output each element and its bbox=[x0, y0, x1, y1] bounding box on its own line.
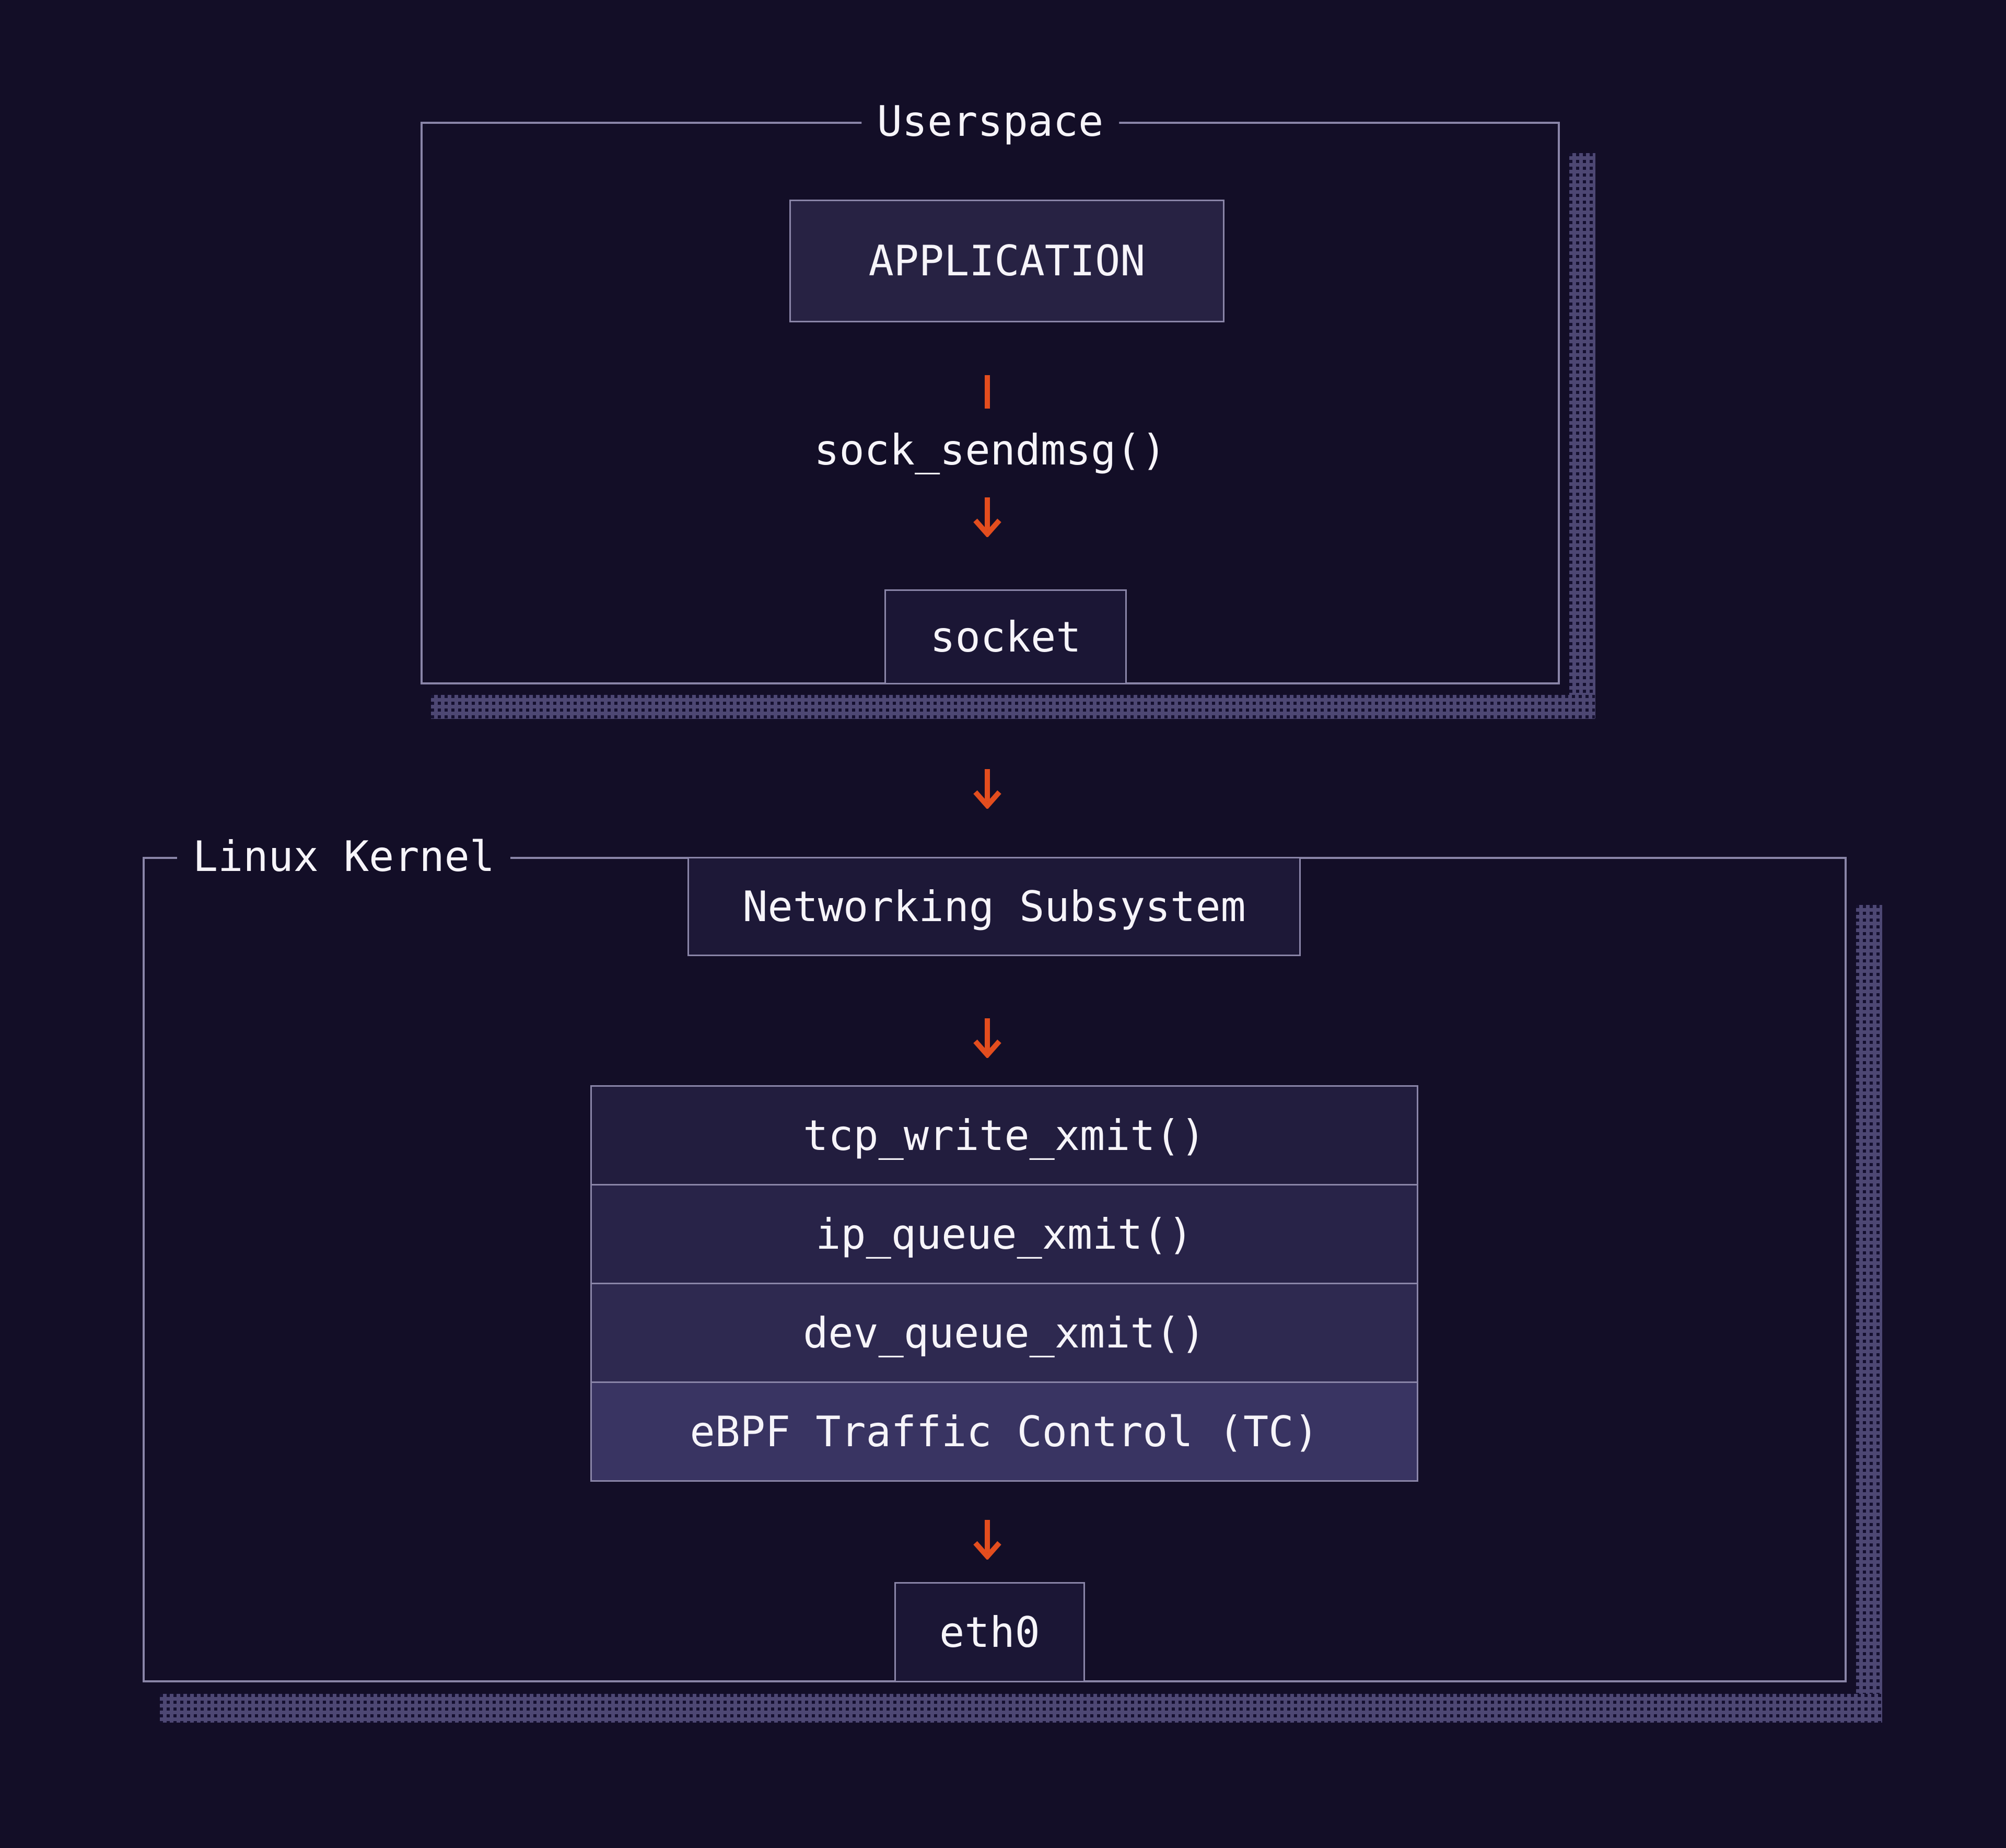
arrow-down-icon bbox=[973, 496, 1002, 537]
socket-box: socket bbox=[884, 589, 1127, 684]
kernel-shadow-right bbox=[1856, 905, 1882, 1722]
application-label: APPLICATION bbox=[868, 237, 1146, 285]
userspace-panel-label: Userspace bbox=[861, 93, 1119, 150]
syscall-label: sock_sendmsg() bbox=[814, 426, 1167, 474]
networking-subsystem-label: Networking Subsystem bbox=[742, 882, 1246, 931]
stack-row-ebpf-tc: eBPF Traffic Control (TC) bbox=[590, 1381, 1418, 1482]
stack-row-label: ip_queue_xmit() bbox=[815, 1210, 1193, 1259]
application-box: APPLICATION bbox=[789, 200, 1224, 322]
arrow-down-icon bbox=[973, 768, 1002, 809]
stack-row-label: eBPF Traffic Control (TC) bbox=[690, 1407, 1319, 1456]
arrow-down-icon bbox=[973, 1519, 1002, 1560]
kernel-panel-label: Linux Kernel bbox=[177, 828, 510, 886]
arrow-down-icon bbox=[973, 1017, 1002, 1058]
socket-label: socket bbox=[930, 612, 1081, 661]
userspace-panel: Userspace APPLICATION sock_sendmsg() soc… bbox=[421, 93, 1560, 684]
stack-row-dev-queue-xmit: dev_queue_xmit() bbox=[590, 1283, 1418, 1383]
eth0-box: eth0 bbox=[894, 1582, 1085, 1682]
networking-subsystem-box: Networking Subsystem bbox=[687, 857, 1301, 956]
kernel-function-stack: tcp_write_xmit() ip_queue_xmit() dev_que… bbox=[590, 1085, 1418, 1482]
connector-line bbox=[985, 375, 990, 409]
kernel-shadow-bottom bbox=[160, 1694, 1882, 1723]
stack-row-tcp-write-xmit: tcp_write_xmit() bbox=[590, 1085, 1418, 1185]
stack-row-label: tcp_write_xmit() bbox=[803, 1111, 1206, 1160]
eth0-label: eth0 bbox=[939, 1608, 1040, 1657]
userspace-shadow-right bbox=[1569, 153, 1595, 718]
kernel-panel: Linux Kernel Networking Subsystem tcp_wr… bbox=[143, 828, 1847, 1682]
stack-row-ip-queue-xmit: ip_queue_xmit() bbox=[590, 1184, 1418, 1284]
userspace-shadow-bottom bbox=[431, 695, 1595, 719]
stack-row-label: dev_queue_xmit() bbox=[803, 1308, 1206, 1357]
